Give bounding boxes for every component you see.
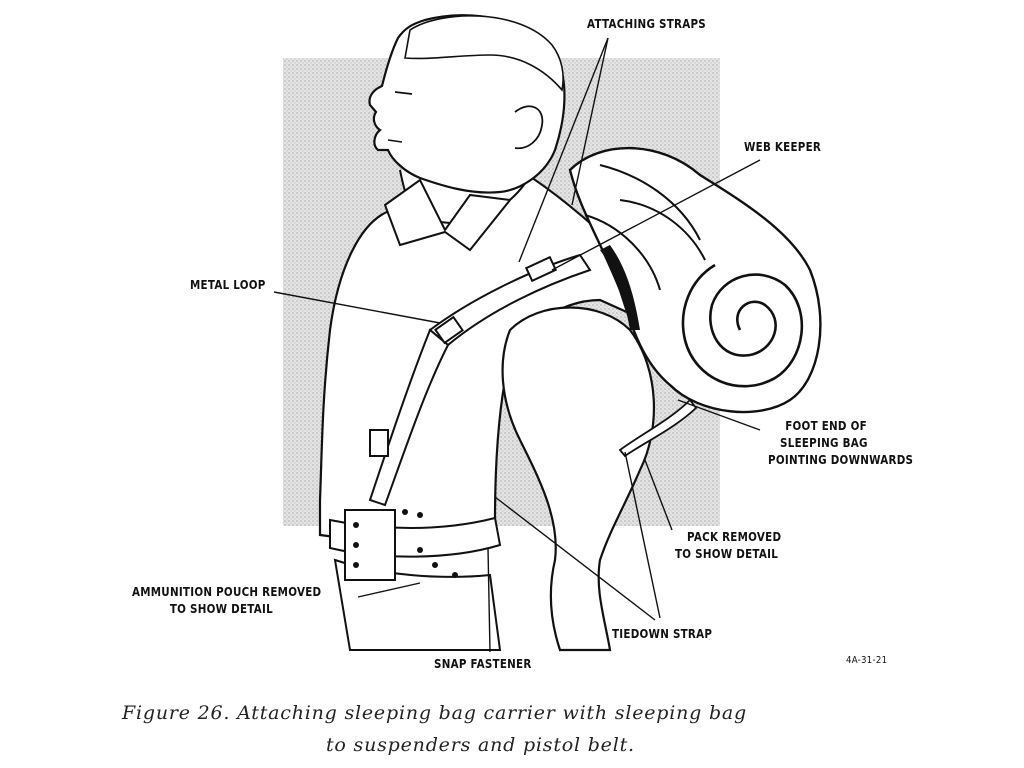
label-pack-removed: PACK REMOVED TO SHOW DETAIL <box>675 529 781 563</box>
leader-ammo-pouch <box>357 582 421 598</box>
arm-outline <box>501 306 656 652</box>
label-web-keeper: WEB KEEPER <box>744 140 822 154</box>
ear <box>514 105 544 150</box>
leader-foot-end <box>677 399 761 431</box>
suspender-strap-lower <box>368 328 450 507</box>
sleeping-bag-roll <box>568 146 822 414</box>
tiedown-strap <box>618 398 698 458</box>
web-keeper <box>524 255 558 283</box>
caption-line-1: Figure 26. Attaching sleeping bag carrie… <box>122 702 748 724</box>
belt-eyelets <box>353 509 458 578</box>
hair <box>404 15 564 92</box>
eye <box>394 91 413 95</box>
leader-web-keeper <box>551 159 761 271</box>
leader-lines <box>273 37 761 653</box>
shirt-collar <box>383 178 512 252</box>
label-snap-fastener: SNAP FASTENER <box>434 657 532 671</box>
sleeping-bag-shadow <box>600 245 640 330</box>
label-ammunition-pouch: AMMUNITION POUCH REMOVED TO SHOW DETAIL <box>132 584 321 618</box>
label-ammunition-pouch-line-1: AMMUNITION POUCH REMOVED <box>132 585 322 599</box>
label-foot-end-line-1: FOOT END OF <box>785 419 867 433</box>
leader-attaching-straps-2 <box>571 37 609 206</box>
figure-code: 4A-31-21 <box>846 655 888 666</box>
label-pack-removed-line-2: TO SHOW DETAIL <box>675 547 779 561</box>
label-foot-end-line-3: POINTING DOWNWARDS <box>768 453 914 467</box>
mouth <box>387 139 403 143</box>
sleeping-bag-spiral <box>681 263 804 388</box>
caption-line-2: to suspenders and pistol belt. <box>326 734 635 756</box>
label-ammunition-pouch-line-2: TO SHOW DETAIL <box>169 602 273 616</box>
label-foot-end-line-2: SLEEPING BAG <box>780 436 868 450</box>
belt-clip <box>344 509 396 581</box>
leader-tiedown-2 <box>624 451 661 619</box>
label-attaching-straps: ATTACHING STRAPS <box>587 17 706 31</box>
sleeping-bag-folds <box>584 164 706 291</box>
label-pack-removed-line-1: PACK REMOVED <box>687 530 782 544</box>
leader-pack-removed <box>644 459 673 531</box>
label-metal-loop: METAL LOOP <box>190 278 266 292</box>
leader-tiedown-1 <box>494 496 656 621</box>
label-tiedown-strap: TIEDOWN STRAP <box>612 627 713 641</box>
leader-attaching-straps-1 <box>518 37 609 263</box>
leader-metal-loop <box>273 291 441 324</box>
leader-snap-fastener <box>487 547 491 653</box>
label-foot-end: FOOT END OF SLEEPING BAG POINTING DOWNWA… <box>768 418 913 469</box>
suspender-strap <box>428 253 592 347</box>
chest-buckle <box>369 429 389 457</box>
metal-loop <box>434 315 464 345</box>
